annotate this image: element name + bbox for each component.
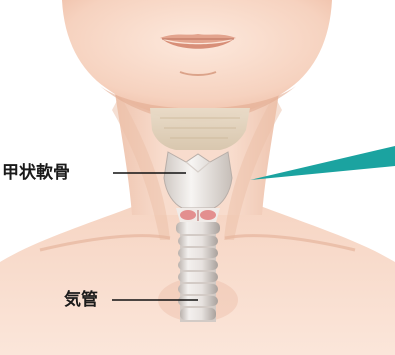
trachea <box>176 222 220 322</box>
face <box>62 0 332 118</box>
teal-wedge-pointer-icon <box>250 146 395 180</box>
thyroid-cartilage-label: 甲状軟骨 <box>2 163 70 183</box>
trachea-label: 気管 <box>64 290 98 310</box>
thyroid-cartilage <box>164 152 232 208</box>
glottis <box>176 208 220 222</box>
